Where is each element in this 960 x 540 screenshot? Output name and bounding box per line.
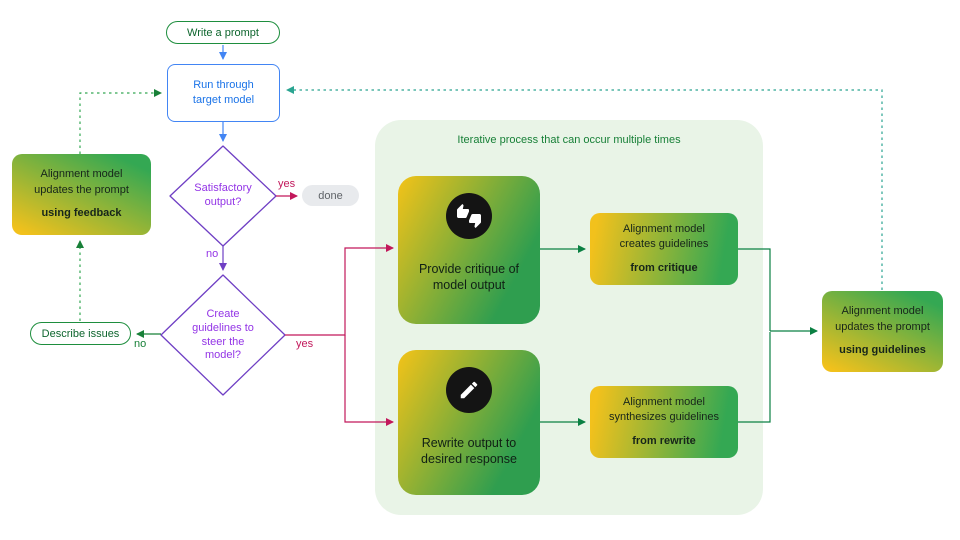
- run-target-model-node: Run through target model: [167, 64, 280, 122]
- feedback-line1: Alignment model: [40, 168, 123, 181]
- rewrite-output-node: Rewrite output to desired response: [398, 350, 540, 495]
- describe-issues-label: Describe issues: [41, 327, 120, 340]
- satisfactory-label: Satisfactory output?: [194, 182, 252, 208]
- guidelines-update-bold: using guidelines: [839, 344, 926, 357]
- edge-feedback-to-run: [79, 89, 162, 154]
- creates-guidelines-node: Alignment model creates guidelines from …: [590, 213, 738, 285]
- edge-label-no-guidelines: no: [134, 338, 147, 350]
- guidelines-update-node: Alignment model updates the prompt using…: [822, 291, 943, 372]
- run-model-line2: target model: [192, 94, 255, 106]
- creates-guidelines-bold: from critique: [630, 261, 698, 274]
- feedback-update-node: Alignment model updates the prompt using…: [12, 154, 151, 235]
- edge-label-yes-satisfactory: yes: [278, 178, 296, 190]
- done-node: done: [302, 185, 359, 206]
- edge-label-yes-guidelines: yes: [296, 338, 314, 350]
- provide-critique-label: Provide critique of model output: [418, 262, 520, 293]
- thumbs-up-down-icon: [446, 193, 492, 239]
- feedback-bold: using feedback: [41, 207, 122, 220]
- provide-critique-node: Provide critique of model output: [398, 176, 540, 324]
- iterative-process-label: Iterative process that can occur multipl…: [457, 134, 681, 146]
- describe-issues-node: Describe issues: [30, 322, 131, 345]
- synthesizes-guidelines-bold: from rewrite: [632, 434, 696, 447]
- done-label: done: [318, 189, 343, 202]
- create-guidelines-label: Create guidelines to steer the model?: [192, 308, 254, 362]
- synthesizes-guidelines-node: Alignment model synthesizes guidelines f…: [590, 386, 738, 458]
- write-prompt-node: Write a prompt: [166, 21, 280, 44]
- feedback-line2: updates the prompt: [34, 183, 129, 196]
- pencil-icon: [446, 367, 492, 413]
- write-prompt-label: Write a prompt: [187, 26, 259, 39]
- edge-label-no-satisfactory: no: [206, 248, 219, 260]
- run-model-line1: Run through: [193, 79, 254, 92]
- rewrite-output-label: Rewrite output to desired response: [421, 436, 517, 467]
